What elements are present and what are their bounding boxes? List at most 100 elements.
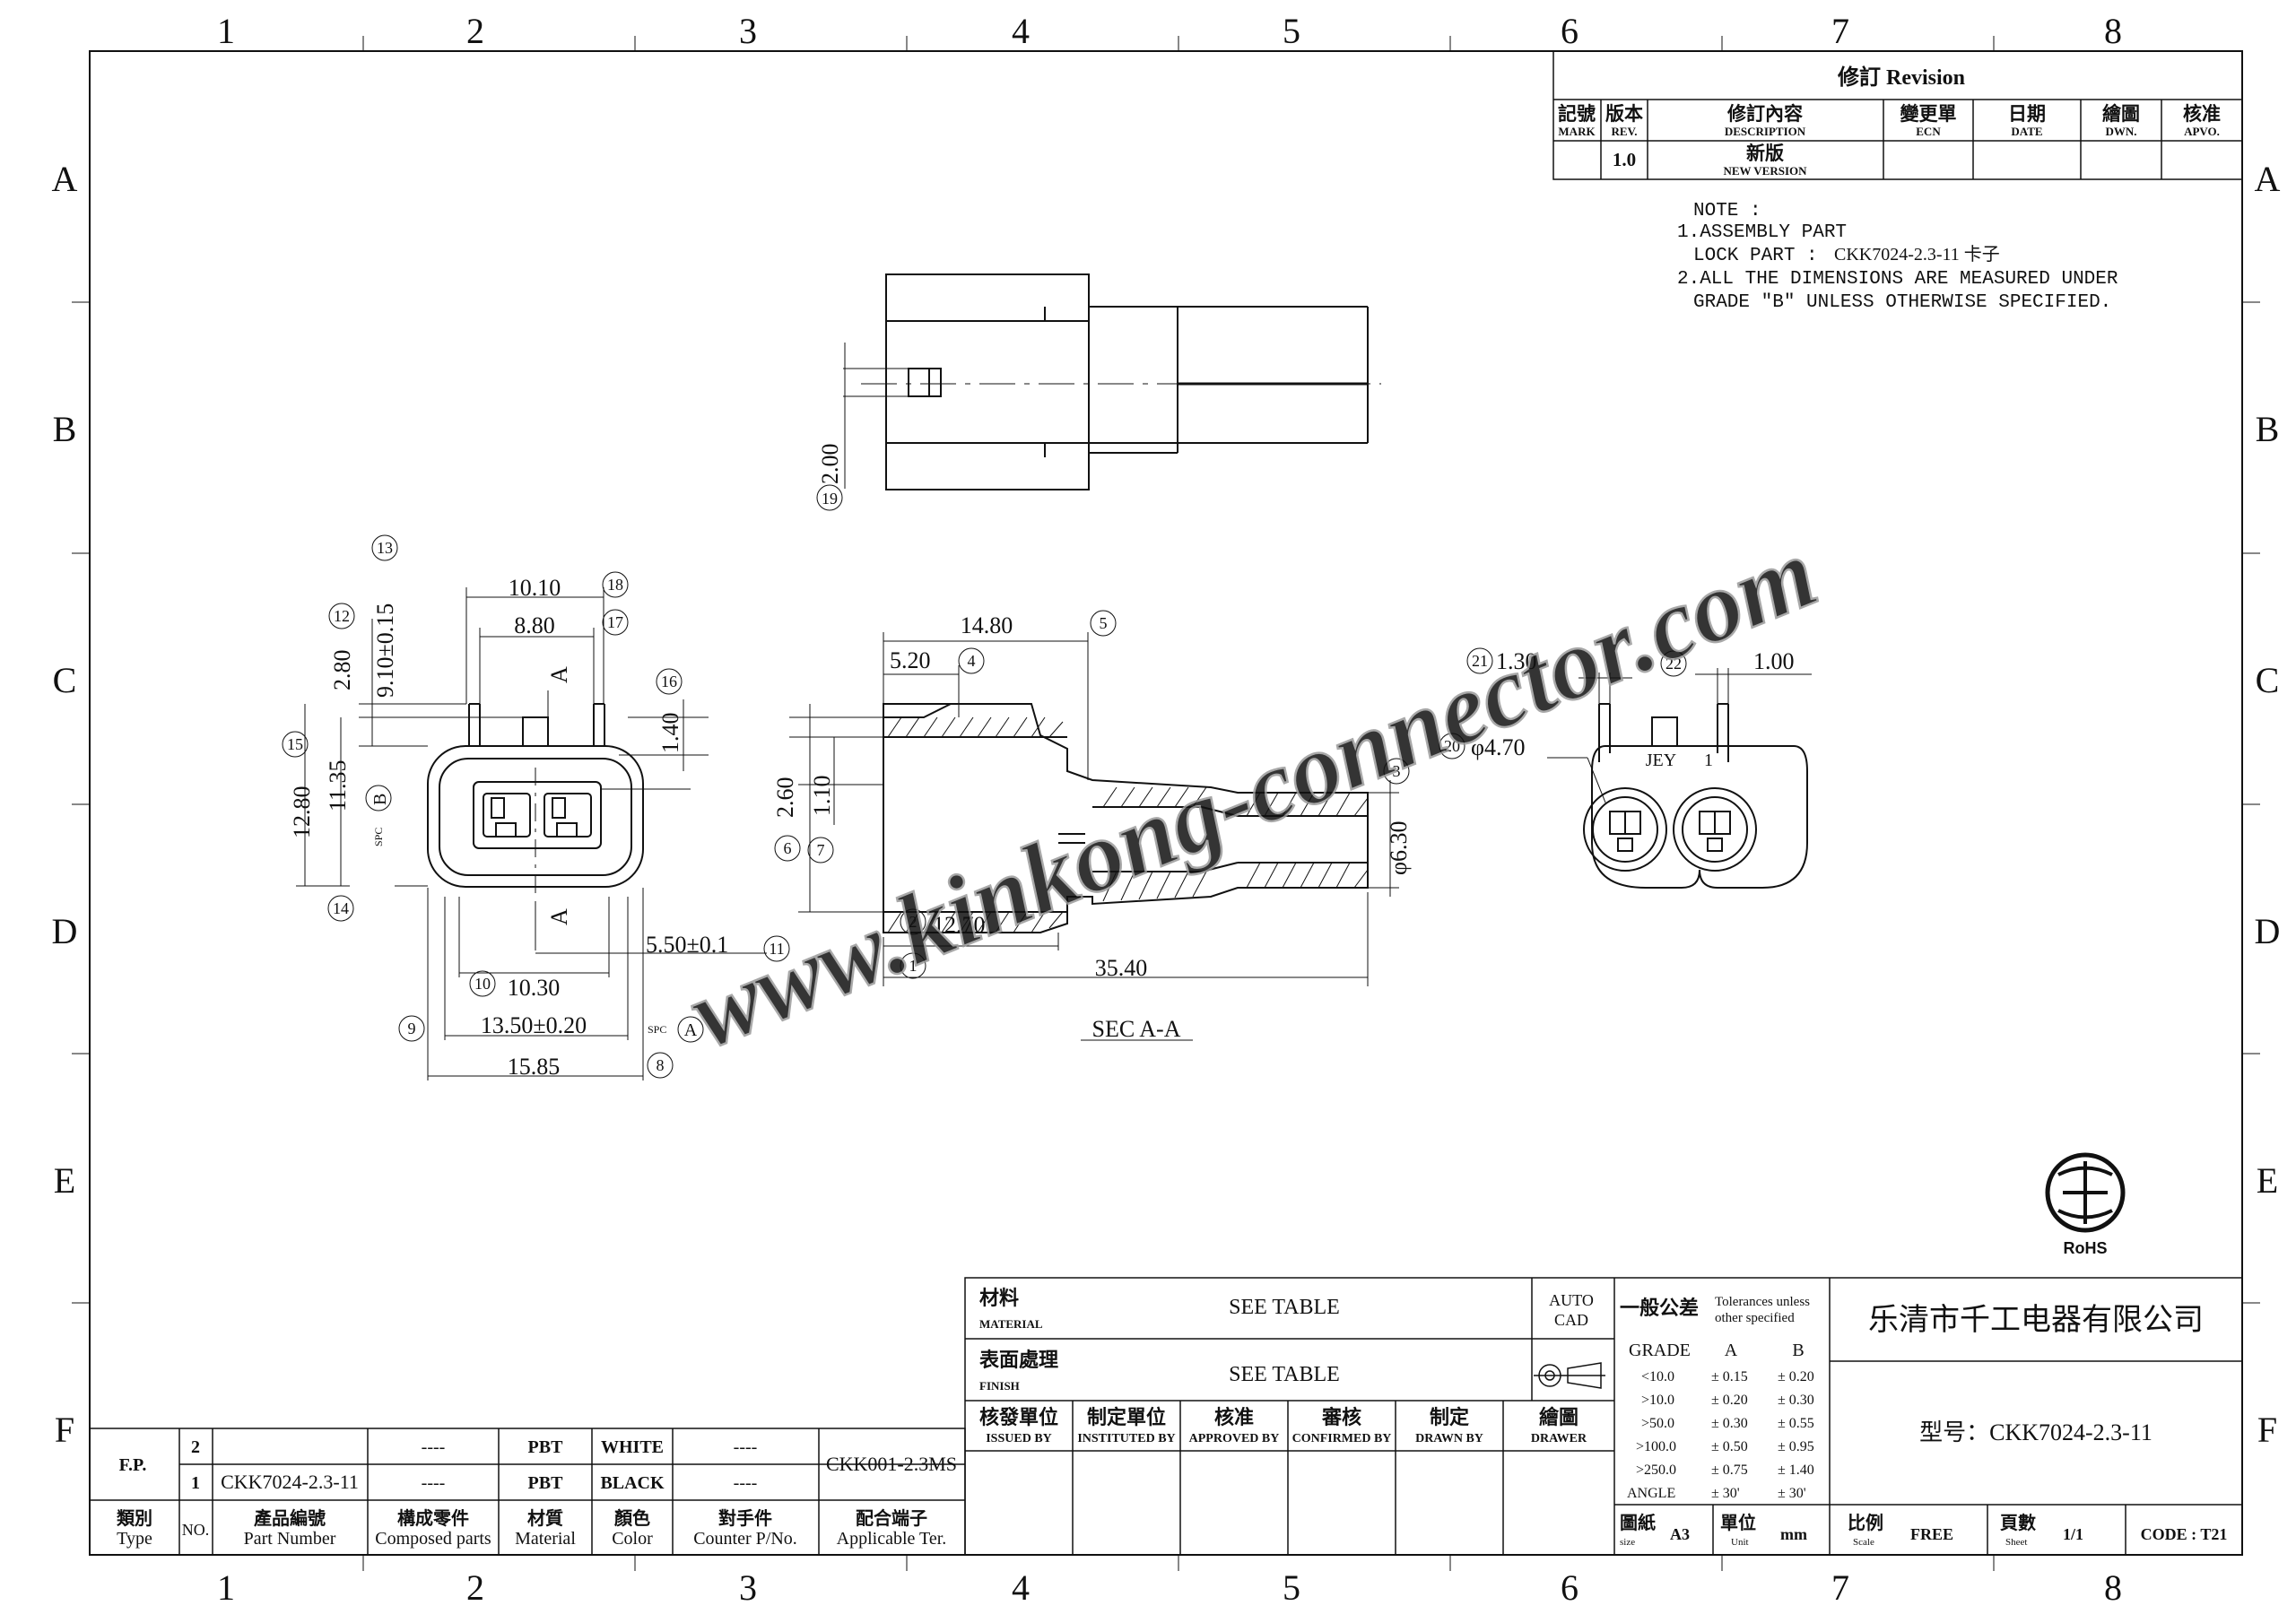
watermark: www.kinkong-connector.com: [675, 516, 1831, 1070]
rev-header-ecn: 變更單: [1900, 103, 1957, 125]
col-label: 6: [1561, 11, 1578, 51]
tolerance-rows: <10.0 ± 0.15 ± 0.20 >10.0 ± 0.20 ± 0.30 …: [1627, 1369, 1814, 1501]
parts-table-lines: [89, 1428, 966, 1556]
col-label: 3: [739, 1567, 757, 1608]
part-no: 1: [191, 1473, 200, 1493]
code-value: CODE : T21: [2141, 1525, 2228, 1543]
rear-view: [1583, 703, 1808, 889]
rev-header-apvo: 核准: [2183, 103, 2221, 125]
part-color: BLACK: [600, 1473, 665, 1493]
rev-row-desc: 新版: [1746, 143, 1784, 164]
tol-a: ± 0.20: [1711, 1393, 1748, 1408]
row-label: B: [2256, 409, 2280, 449]
dim-6-30: φ6.30: [1386, 820, 1412, 875]
sheet-value: 1/1: [2063, 1525, 2083, 1543]
part-counter: ----: [734, 1437, 758, 1457]
dim-1-10: 1.10: [809, 776, 835, 817]
autocad-1: AUTO: [1549, 1291, 1594, 1309]
dim-11-35: 11.35: [325, 759, 351, 812]
row-label: F: [55, 1410, 74, 1450]
sheet-en: Sheet: [2005, 1537, 2027, 1548]
tol-range: >250.0: [1636, 1462, 1676, 1478]
tol-b: ± 0.30: [1778, 1393, 1814, 1408]
applicable-terminal: CKK001-2.3MS: [826, 1453, 957, 1475]
tol-a: ± 0.15: [1711, 1369, 1748, 1384]
front-view-dimlines: [296, 587, 767, 1081]
tol-a: ± 30': [1711, 1486, 1740, 1501]
balloon-9: 9: [408, 1020, 416, 1037]
tolerance-col-b: B: [1792, 1341, 1804, 1360]
dim-1-40: 1.40: [657, 713, 683, 754]
model-number: 型号：CKK7024-2.3-11: [1919, 1419, 2152, 1445]
scale-value: FREE: [1910, 1525, 1953, 1543]
revision-table: 修訂 Revision 記號 MARK 版本 REV. 修訂內容 DESCRIP…: [1552, 50, 2243, 180]
parts-header-en: NO.: [182, 1521, 210, 1539]
col-label: 1: [217, 1567, 235, 1608]
col-label: 2: [466, 1567, 484, 1608]
col-label: 4: [1012, 11, 1030, 51]
note-line-3: 2.ALL THE DIMENSIONS ARE MEASURED UNDER: [1677, 269, 2118, 290]
spc-label-a: SPC: [648, 1023, 666, 1036]
balloon-22: 22: [1665, 655, 1682, 673]
parts-header: 材質: [527, 1507, 563, 1529]
rear-label-right: 1: [1704, 751, 1713, 770]
sign-header: 制定: [1430, 1406, 1469, 1428]
dim-5-50: 5.50±0.1: [646, 932, 728, 958]
autocad-2: CAD: [1554, 1311, 1588, 1329]
drawing-size-en: size: [1620, 1537, 1635, 1548]
spc-a-balloon: A: [677, 1016, 704, 1043]
notes: NOTE : 1.ASSEMBLY PART LOCK PART : CKK70…: [1677, 201, 2118, 313]
parts-header-en: Applicable Ter.: [837, 1529, 947, 1549]
tol-b: ± 30': [1778, 1486, 1806, 1501]
section-mark-top: A: [546, 666, 572, 683]
rev-header-mark: 記號: [1558, 103, 1596, 125]
note-title: NOTE :: [1693, 201, 1761, 221]
col-label: 1: [217, 11, 235, 51]
balloon-19-label: 19: [822, 490, 838, 508]
part-composed: ----: [422, 1437, 446, 1457]
drawing-size-value: A3: [1670, 1525, 1690, 1543]
col-label: 2: [466, 11, 484, 51]
unit-value: mm: [1780, 1525, 1807, 1543]
rev-header-mark-en: MARK: [1558, 125, 1596, 138]
parts-header: 配合端子: [856, 1507, 927, 1529]
drawing-size-label: 圖紙: [1620, 1512, 1656, 1533]
front-view: [427, 703, 644, 897]
unit-en: Unit: [1731, 1537, 1749, 1548]
rear-view-dims: 1.30 1.00 φ4.70 JEY 1: [1471, 648, 1795, 770]
finish-label: 表面處理: [979, 1349, 1058, 1371]
front-view-dims: 10.10 8.80 2.80 9.10±0.15 1.40 12.80 11.…: [289, 575, 728, 1080]
spc-label-b: SPC: [372, 828, 385, 846]
balloon-20: 20: [1444, 737, 1460, 755]
finish-label-en: FINISH: [979, 1379, 1020, 1393]
balloon-3: 3: [1393, 762, 1401, 780]
parts-header-en: Material: [515, 1529, 576, 1549]
title-block-lines: [964, 1277, 2243, 1556]
dim-10-10: 10.10: [509, 575, 561, 601]
tol-b: ± 0.55: [1778, 1416, 1814, 1431]
dim-1-00: 1.00: [1753, 648, 1795, 674]
dim-12-70: 12.70: [933, 912, 986, 938]
tol-range: <10.0: [1641, 1369, 1674, 1384]
row-label: B: [53, 409, 77, 449]
col-label: 8: [2104, 11, 2122, 51]
part-color: WHITE: [601, 1437, 664, 1457]
dim-14-80: 14.80: [961, 612, 1013, 638]
col-label: 8: [2104, 1567, 2122, 1608]
section-mark-bottom: A: [546, 908, 572, 925]
balloon-4: 4: [968, 652, 976, 670]
rev-header-rev: 版本: [1605, 103, 1643, 125]
dim-35-40: 35.40: [1095, 955, 1148, 981]
parts-header: 類別: [117, 1508, 152, 1529]
sign-header-en: DRAWN BY: [1415, 1432, 1483, 1445]
balloon-11: 11: [769, 940, 784, 958]
scale-en: Scale: [1853, 1537, 1874, 1548]
sheet-label: 頁數: [2000, 1513, 2036, 1533]
rev-row-rev: 1.0: [1613, 149, 1636, 170]
rev-header-rev-en: REV.: [1611, 125, 1637, 138]
balloon-1: 1: [909, 957, 918, 975]
sign-header-en: ISSUED BY: [986, 1432, 1052, 1445]
balloon-14: 14: [333, 899, 349, 917]
rear-view-dimlines: [1547, 668, 1812, 803]
tolerance-label: 一般公差: [1620, 1297, 1699, 1319]
